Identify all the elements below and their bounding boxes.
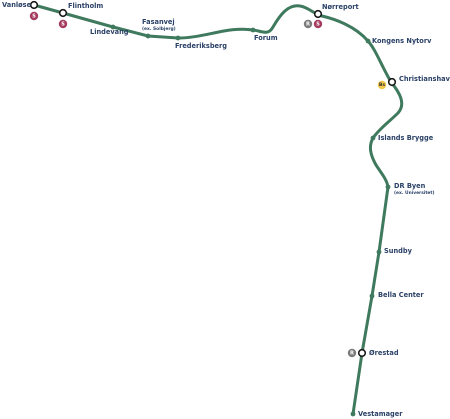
interchange-marker [357,348,367,358]
regional-train-icon: R [303,19,313,29]
station-label: Forum [254,34,278,42]
station-marker [350,411,356,417]
station-marker [369,293,375,299]
station-marker [376,249,382,255]
station-vestamager: Vestamager [350,410,403,418]
station-label: Ørestad [369,349,399,357]
svg-text:S: S [316,21,320,27]
station-label: Flintholm [68,2,103,10]
regional-train-icon: R [347,348,357,358]
station-label: Sundby [384,247,413,255]
station-marker [250,27,256,33]
station-label: Frederiksberg [175,42,227,50]
station-fasanvej: Fasanvej(ex. Solbjerg) [142,18,176,39]
station-marker [110,24,116,30]
station-label: Islands Brygge [378,134,434,142]
station-label: DR Byen [394,182,426,190]
station-lindevang: Lindevang [90,24,129,36]
interchange-marker [313,9,323,19]
station-marker [370,135,376,141]
svg-text:Bs: Bs [379,82,386,88]
station-dr-byen: DR Byen(ex. Universitet) [385,182,435,196]
station-sublabel: (ex. Solbjerg) [142,26,176,32]
station-marker [385,184,391,190]
s-train-icon: S [58,19,68,29]
svg-text:R: R [306,21,310,27]
station-orestad: Ørestad R [347,348,399,358]
station-label: Vestamager [358,410,403,418]
station-marker [175,35,181,41]
station-label: Nørreport [322,3,359,11]
station-marker [365,38,371,44]
station-kongens-nytorv: Kongens Nytorv [365,37,432,45]
station-label: Bella Center [378,291,424,299]
station-label: Fasanvej [142,18,175,26]
metro-route-line [32,3,404,416]
station-marker [145,33,151,39]
station-label: Kongens Nytorv [372,37,432,45]
interchange-marker [58,8,68,18]
station-sundby: Sundby [376,247,413,255]
station-forum: Forum [250,27,278,42]
svg-text:S: S [32,13,36,19]
svg-text:S: S [61,21,65,27]
station-islands-brygge: Islands Brygge [370,134,434,142]
s-train-icon: S [29,11,39,21]
airport-bus-icon: Bs [377,80,387,90]
interchange-marker [29,0,39,10]
svg-text:R: R [350,350,354,356]
station-frederiksberg: Frederiksberg [175,35,227,50]
s-train-icon: S [313,19,323,29]
station-label: Christianshavn [399,75,450,83]
station-sublabel: (ex. Universitet) [394,190,435,196]
interchange-marker [387,77,397,87]
station-bella-center: Bella Center [369,291,424,299]
station-label: Lindevang [90,28,129,36]
station-label: Vanløse [2,1,32,9]
